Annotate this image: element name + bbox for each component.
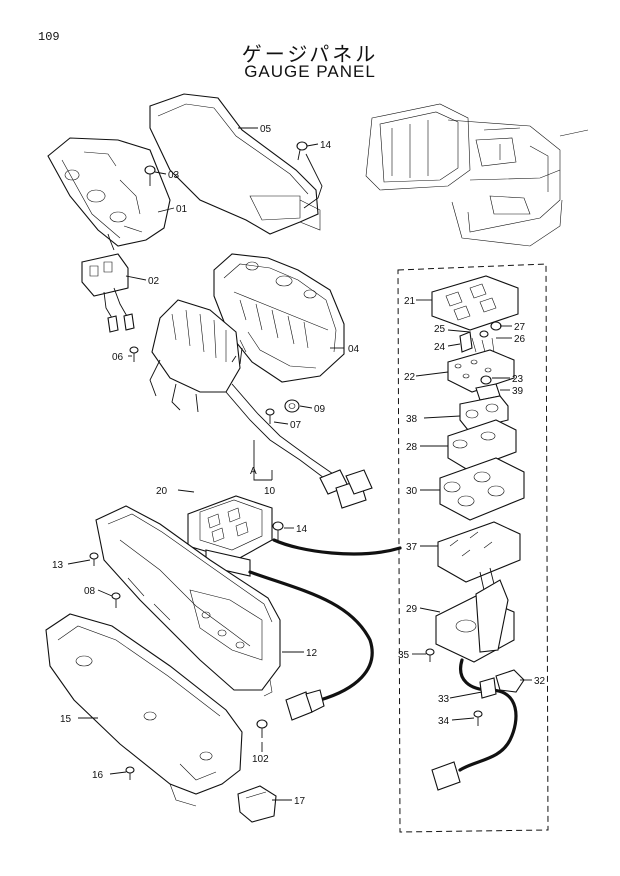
callout-03: 03 <box>168 170 180 181</box>
part-07-screw <box>265 408 275 424</box>
assembly-A-bracket <box>253 440 273 481</box>
callout-33: 33 <box>438 694 450 705</box>
part-28-housing <box>447 419 517 471</box>
callout-27: 27 <box>514 322 526 333</box>
part-03-screw <box>144 165 156 186</box>
callout-A: A <box>250 466 257 477</box>
callout-17: 17 <box>294 796 306 807</box>
connecting-harness <box>248 538 402 721</box>
callout-06: 06 <box>112 352 124 363</box>
part-01-upper-cover <box>47 137 171 247</box>
part-20-switch-panel <box>187 495 273 577</box>
part-02-switch <box>81 233 135 333</box>
part-102-screw <box>256 719 268 738</box>
callout-23: 23 <box>512 374 524 385</box>
callout-05: 05 <box>260 124 272 135</box>
callout-09: 09 <box>314 404 326 415</box>
callout-35: 35 <box>398 650 410 661</box>
callout-01: 01 <box>176 204 188 215</box>
part-12-console-frame <box>95 505 281 697</box>
callout-25: 25 <box>434 324 446 335</box>
callout-02: 02 <box>148 276 160 287</box>
part-05-cover <box>149 93 321 235</box>
part-14-screw-mid <box>272 521 284 540</box>
part-34-screw <box>473 710 483 726</box>
part-17-cap <box>237 785 277 823</box>
part-29-lever-base <box>435 579 515 663</box>
callout-10: 10 <box>264 486 276 497</box>
callout-13: 13 <box>52 560 64 571</box>
pilot-valve-assembly-box <box>397 263 549 833</box>
part-33-clamp-harness <box>431 658 518 791</box>
part-15-console-cover <box>45 613 243 807</box>
callout-20: 20 <box>156 486 168 497</box>
callout-16: 16 <box>92 770 104 781</box>
callout-21: 21 <box>404 296 416 307</box>
callout-30: 30 <box>406 486 418 497</box>
callout-102: 102 <box>252 754 269 765</box>
callout-14-mid: 14 <box>296 524 308 535</box>
callout-12: 12 <box>306 648 318 659</box>
callout-15: 15 <box>60 714 72 725</box>
callout-37: 37 <box>406 542 418 553</box>
part-16-screw <box>125 766 135 780</box>
part-25-27-24-26-small-parts <box>459 321 502 357</box>
part-06-screw <box>129 346 139 362</box>
part-13-screw <box>89 552 99 566</box>
callout-08: 08 <box>84 586 96 597</box>
part-09-grommet <box>284 399 300 413</box>
leader-lines <box>67 127 532 801</box>
page-title: GAUGE PANEL <box>244 62 376 81</box>
part-32-plate <box>495 669 525 693</box>
callout-34: 34 <box>438 716 450 727</box>
callout-26: 26 <box>514 334 526 345</box>
part-37-valve <box>437 521 521 591</box>
part-08-screw <box>111 592 121 608</box>
callout-22: 22 <box>404 372 416 383</box>
excavator-illustration <box>365 103 589 247</box>
part-35-screw <box>425 648 435 662</box>
callout-38: 38 <box>406 414 418 425</box>
callout-39: 39 <box>512 386 524 397</box>
page-number: 109 <box>38 30 60 44</box>
callout-28: 28 <box>406 442 418 453</box>
callout-labels: 01 03 02 05 14 06 04 07 09 A 10 20 14 13… <box>52 124 546 807</box>
callout-24: 24 <box>434 342 446 353</box>
callout-29: 29 <box>406 604 418 615</box>
page-title-japanese: ゲージパネル <box>241 42 379 66</box>
part-22-block <box>447 349 515 393</box>
part-30-body <box>439 457 525 521</box>
part-10-harness <box>149 299 373 509</box>
callout-32: 32 <box>534 676 546 687</box>
callout-07: 07 <box>290 420 302 431</box>
callout-04: 04 <box>348 344 360 355</box>
callout-14-top: 14 <box>320 140 332 151</box>
part-21-plate <box>431 275 519 331</box>
